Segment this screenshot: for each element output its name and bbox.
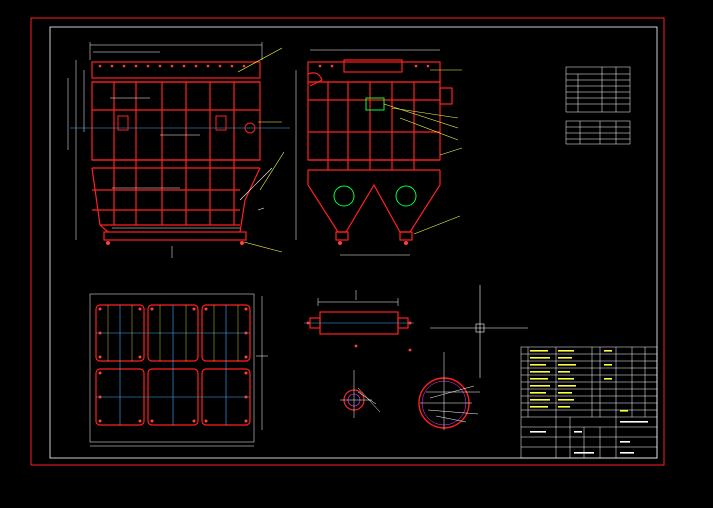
nozzle-detail-drawing	[304, 290, 414, 352]
plan-view-drawing	[89, 293, 268, 447]
outer-border	[30, 17, 665, 466]
manhole-detail-drawing	[418, 352, 480, 430]
parts-list-table	[565, 66, 631, 145]
front-elevation-drawing	[67, 42, 290, 258]
title-block-table	[520, 346, 658, 459]
flange-detail-drawing	[340, 370, 381, 418]
side-elevation-drawing	[295, 49, 463, 256]
crosshair-symbol	[430, 285, 528, 378]
inner-border	[49, 26, 658, 459]
